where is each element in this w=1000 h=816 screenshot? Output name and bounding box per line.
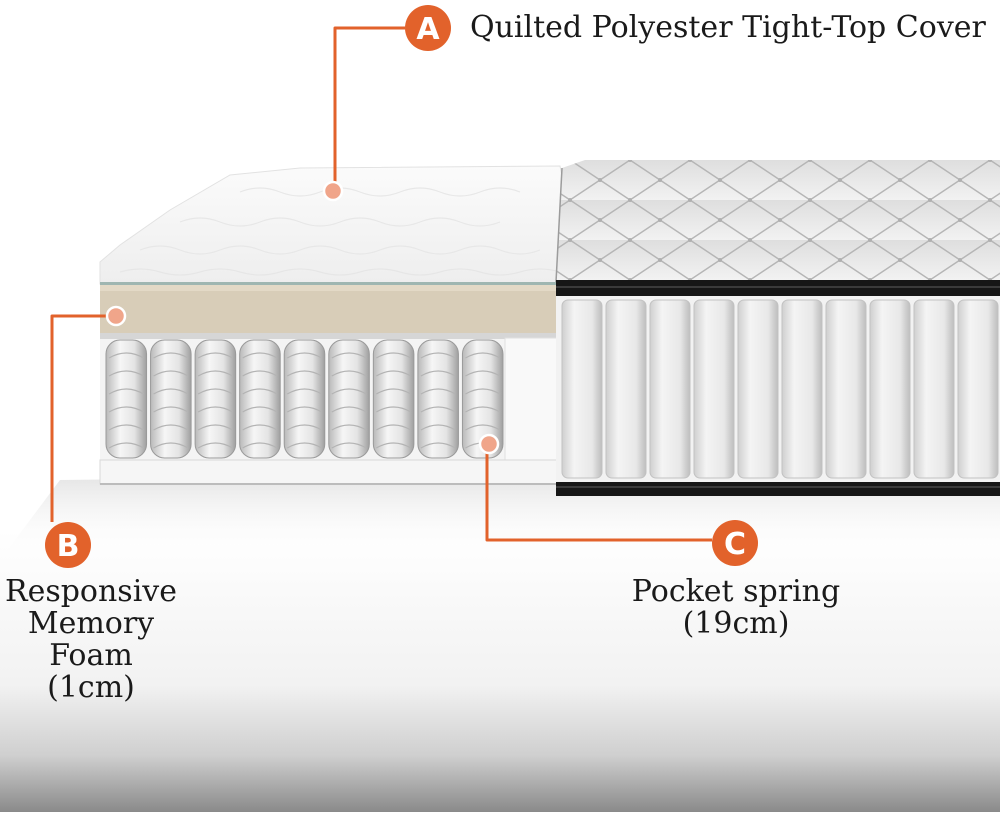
callout-a-label: Quilted Polyester Tight-Top Cover [470, 10, 986, 45]
badge-a: A [405, 5, 451, 51]
callout-b-line-2: Memory [27, 606, 155, 641]
base-layer [99, 459, 559, 485]
marker-b [105, 305, 127, 327]
callout-b-line [50, 314, 115, 522]
badge-a-letter: A [416, 12, 440, 47]
callout-markers [105, 180, 500, 455]
callout-b-line-3: Foam [49, 638, 133, 673]
badge-b: B [45, 522, 91, 568]
callout-badges: A B C [45, 5, 758, 568]
pocket-spring-coil [328, 339, 370, 459]
side-panel-column [737, 299, 779, 479]
pocket-spring-coil [105, 339, 148, 459]
side-panel-column [825, 299, 867, 479]
floor-background [0, 530, 1000, 812]
marker-a [322, 180, 344, 202]
callout-c-line-1: Pocket spring [631, 574, 841, 609]
badge-b-letter: B [57, 529, 80, 564]
spring-bay-side [504, 337, 560, 479]
callout-b-line-1: Responsive [4, 574, 178, 609]
callout-b-label: Responsive Memory Foam (1cm) [0, 576, 182, 704]
badge-c-letter: C [724, 527, 746, 562]
pocket-spring-coil [239, 339, 281, 459]
side-panel-column [605, 299, 647, 479]
memory-foam-layer [100, 285, 558, 333]
callout-c-line-2: (19cm) [682, 606, 790, 641]
cutaway-section [99, 165, 563, 485]
fiber-texture [119, 187, 561, 276]
side-panel-columns [561, 299, 999, 479]
marker-c [478, 433, 500, 455]
callout-a-line [333, 26, 405, 192]
side-panel-column [869, 299, 911, 479]
side-panel-column [957, 299, 999, 479]
pocket-spring-coil [283, 339, 326, 459]
pocket-spring-coil [461, 339, 504, 459]
callout-b-line-4: (1cm) [47, 670, 135, 705]
side-panel-column [781, 299, 823, 479]
callout-lines [50, 26, 712, 542]
badge-c: C [712, 520, 758, 566]
callout-c-label: Pocket spring (19cm) [610, 576, 862, 640]
quilted-top-cover [556, 160, 1000, 282]
side-panel-column [561, 299, 603, 479]
cover-border-bottom [556, 482, 1000, 496]
pocket-spring-coil [150, 339, 192, 459]
pocket-spring-coil [372, 339, 415, 459]
pocket-spring-coil [417, 339, 459, 459]
side-panel-column [693, 299, 735, 479]
callout-c-line [485, 444, 712, 542]
side-panel-column [649, 299, 691, 479]
pocket-spring-coil [194, 339, 237, 459]
side-panel-column [913, 299, 955, 479]
pocket-springs [105, 339, 504, 459]
top-separator-line [100, 282, 560, 285]
covered-section [555, 160, 1000, 496]
